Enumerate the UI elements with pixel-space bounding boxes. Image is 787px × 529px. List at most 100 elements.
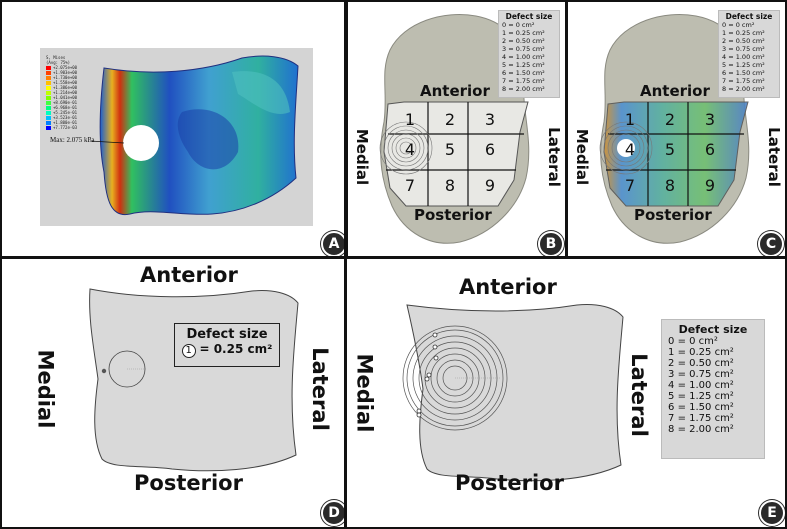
fea-legend-swatch — [46, 96, 51, 100]
fea-legend-row: +1.730e+00 — [46, 75, 77, 80]
legend-row: 2 = 0.50 cm² — [668, 358, 734, 369]
legend-row: 4 = 1.00 cm² — [502, 53, 545, 61]
fea-legend-value: +2.075e+00 — [53, 65, 78, 70]
defect-size-legend-d: Defect size 1 = 0.25 cm² — [174, 323, 280, 367]
legend-title: Defect size — [186, 327, 268, 342]
legend-title: Defect size — [678, 323, 748, 336]
legend-row: 1 = 0.25 cm² — [668, 347, 734, 358]
defect-size-legend-c: Defect size 0 = 0 cm² 1 = 0.25 cm² 2 = 0… — [718, 10, 780, 98]
panel-label-b: B — [538, 231, 564, 256]
fea-legend-row: +1.800e-01 — [46, 120, 77, 125]
fea-legend-swatch — [46, 91, 51, 95]
tibial-plateau-model-c — [599, 14, 750, 244]
fea-legend-value: +1.903e+00 — [53, 70, 78, 75]
legend-row: 8 = 2.00 cm² — [722, 85, 765, 93]
fea-legend-value: +1.386e+00 — [53, 85, 78, 90]
panel-e: Anterior Posterior Medial Lateral Defect… — [345, 257, 787, 529]
legend-row: 7 = 1.75 cm² — [668, 413, 734, 424]
legend-row: 6 = 1.50 cm² — [502, 69, 545, 77]
panel-b: 1 2 3 4 5 6 7 8 9 Anterior Posterior Med… — [346, 0, 567, 258]
legend-row: 1 = 0.25 cm² — [722, 29, 765, 37]
grid-cell-1: 1 — [624, 110, 636, 129]
grid-cell-3: 3 — [484, 110, 496, 129]
legend-row: 5 = 1.25 cm² — [502, 61, 545, 69]
legend-row: 1 = 0.25 cm² — [502, 29, 545, 37]
legend-row: 5 = 1.25 cm² — [722, 61, 765, 69]
legend-row: 0 = 0 cm² — [668, 336, 718, 347]
fea-legend-row: +1.558e+00 — [46, 80, 77, 85]
fea-stress-map — [40, 48, 313, 226]
fea-legend-swatch — [46, 116, 51, 120]
grid-cell-5: 5 — [444, 140, 456, 159]
panel-c: 1 2 3 4 5 6 7 8 9 Anterior Posterior Med… — [566, 0, 787, 258]
defect-size-legend-e: Defect size 0 = 0 cm² 1 = 0.25 cm² 2 = 0… — [661, 319, 765, 459]
legend-row: 8 = 2.00 cm² — [668, 424, 734, 435]
defect-size-legend-b: Defect size 0 = 0 cm² 1 = 0.25 cm² 2 = 0… — [498, 10, 560, 98]
grid-cell-8: 8 — [444, 176, 456, 195]
fea-legend-row: +1.386e+00 — [46, 85, 77, 90]
fea-legend-value: +3.523e-01 — [53, 115, 78, 120]
label-posterior: Posterior — [455, 471, 564, 495]
grid-cell-2: 2 — [444, 110, 456, 129]
fea-legend-swatch — [46, 106, 51, 110]
grid-cell-7: 7 — [624, 176, 636, 195]
fea-legend-title: S, Mises (Avg: 75%) — [46, 55, 71, 65]
fea-legend-swatch — [46, 71, 51, 75]
fea-legend-value: +5.245e-01 — [53, 110, 78, 115]
fea-legend-value: +1.558e+00 — [53, 80, 78, 85]
fea-legend-value: +1.800e-01 — [53, 120, 78, 125]
grid-cell-4: 4 — [404, 140, 416, 159]
fea-legend-swatch — [46, 81, 51, 85]
fea-legend-swatch — [46, 111, 51, 115]
label-medial: Medial — [352, 353, 377, 433]
legend-row: 6 = 1.50 cm² — [722, 69, 765, 77]
legend-title: Defect size — [725, 12, 773, 21]
label-anterior: Anterior — [140, 263, 238, 287]
grid-cell-2: 2 — [664, 110, 676, 129]
fea-legend-value: +1.214e+00 — [53, 90, 78, 95]
grid-cell-1: 1 — [404, 110, 416, 129]
fea-legend-text: S, Mises (Avg: 75%) +2.075e+00+1.903e+00… — [46, 55, 77, 130]
label-posterior: Posterior — [414, 206, 492, 224]
fea-legend-row: +5.245e-01 — [46, 110, 77, 115]
legend-row: 4 = 1.00 cm² — [668, 380, 734, 391]
grid-cell-7: 7 — [404, 176, 416, 195]
label-posterior: Posterior — [634, 206, 712, 224]
legend-row: 3 = 0.75 cm² — [722, 45, 765, 53]
grid-cell-5: 5 — [664, 140, 676, 159]
legend-row: 7 = 1.75 cm² — [722, 77, 765, 85]
fea-legend-value: +8.690e-01 — [53, 100, 78, 105]
fea-legend-row: +7.772e-03 — [46, 125, 77, 130]
legend-row: 3 = 0.75 cm² — [668, 369, 734, 380]
panel-label-d: D — [321, 500, 344, 526]
fea-legend-value: +1.041e+00 — [53, 95, 78, 100]
panel-d: Anterior Posterior Medial Lateral Defect… — [0, 257, 346, 529]
label-medial: Medial — [33, 349, 58, 429]
panel-label-c: C — [758, 231, 784, 256]
label-lateral: Lateral — [626, 353, 651, 437]
legend-row: 0 = 0 cm² — [722, 21, 755, 29]
label-anterior: Anterior — [420, 82, 490, 100]
legend-row: 7 = 1.75 cm² — [502, 77, 545, 85]
grid-cell-3: 3 — [704, 110, 716, 129]
fea-legend-value: +7.772e-03 — [53, 125, 78, 130]
fea-legend-value: +1.730e+00 — [53, 75, 78, 80]
label-anterior: Anterior — [640, 82, 710, 100]
fea-legend-swatch — [46, 76, 51, 80]
legend-row: 3 = 0.75 cm² — [502, 45, 545, 53]
legend-row: 0 = 0 cm² — [502, 21, 535, 29]
fea-legend-row: +1.903e+00 — [46, 70, 77, 75]
legend-row: 6 = 1.50 cm² — [668, 402, 734, 413]
max-stress-label: Max: 2.075 kPa — [50, 136, 95, 144]
legend-title: Defect size — [505, 12, 553, 21]
grid-cell-8: 8 — [664, 176, 676, 195]
label-lateral: Lateral — [307, 347, 332, 431]
label-anterior: Anterior — [459, 275, 557, 299]
fea-legend-swatch — [46, 66, 51, 70]
legend-row: 4 = 1.00 cm² — [722, 53, 765, 61]
legend-row: 1 = 0.25 cm² — [181, 342, 273, 358]
panel-label-a: A — [321, 231, 344, 256]
legend-row: 2 = 0.50 cm² — [722, 37, 765, 45]
fea-legend-row: +6.968e-01 — [46, 105, 77, 110]
grid-cell-9: 9 — [704, 176, 716, 195]
